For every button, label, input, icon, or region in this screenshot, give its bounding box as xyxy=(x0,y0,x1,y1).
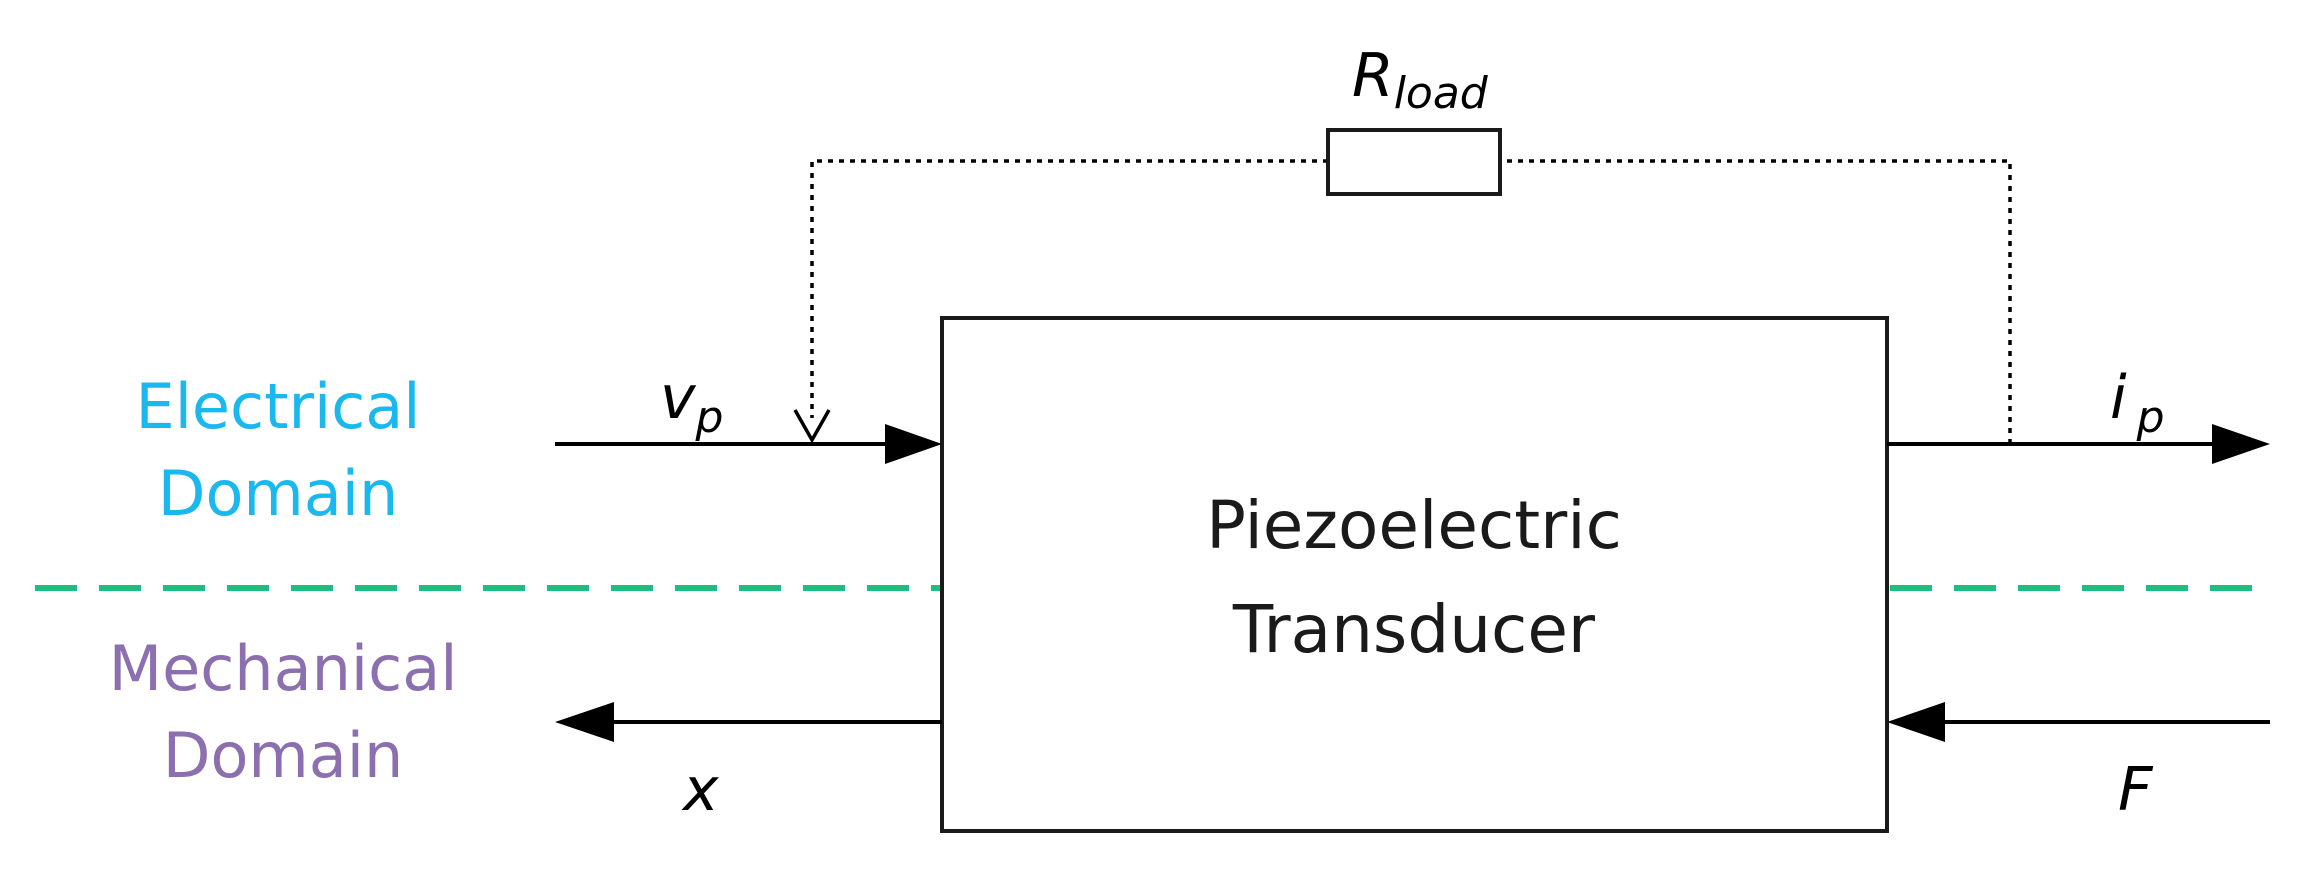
force-label: F xyxy=(2118,755,2154,825)
load-subscript: load xyxy=(1394,68,1489,119)
electrical-domain-label-line2: Domain xyxy=(158,457,399,530)
transducer-label-line2: Transducer xyxy=(1232,591,1596,668)
electrical-domain-label-line1: Electrical xyxy=(136,370,421,443)
mechanical-domain-label-line1: Mechanical xyxy=(109,632,458,705)
transducer-block xyxy=(940,316,1889,833)
transducer-label-line1: Piezoelectric xyxy=(1206,487,1622,564)
load-symbol: R xyxy=(1352,41,1394,111)
voltage-symbol: v xyxy=(660,363,697,433)
voltage-input-arrowhead xyxy=(885,424,942,464)
voltage-label: vp xyxy=(660,363,723,443)
current-subscript: p xyxy=(2136,392,2165,443)
displacement-output-arrowhead xyxy=(555,702,614,742)
displacement-label: x xyxy=(681,755,719,825)
force-input-arrowhead xyxy=(1887,702,1945,742)
load-feedback-arrowhead xyxy=(793,409,831,444)
current-symbol: i xyxy=(2110,363,2127,433)
voltage-subscript: p xyxy=(695,392,724,443)
current-output-arrowhead xyxy=(2212,424,2270,464)
load-resistor xyxy=(1326,128,1502,196)
load-label: Rload xyxy=(1352,41,1489,119)
mechanical-domain-label-line2: Domain xyxy=(163,719,404,792)
